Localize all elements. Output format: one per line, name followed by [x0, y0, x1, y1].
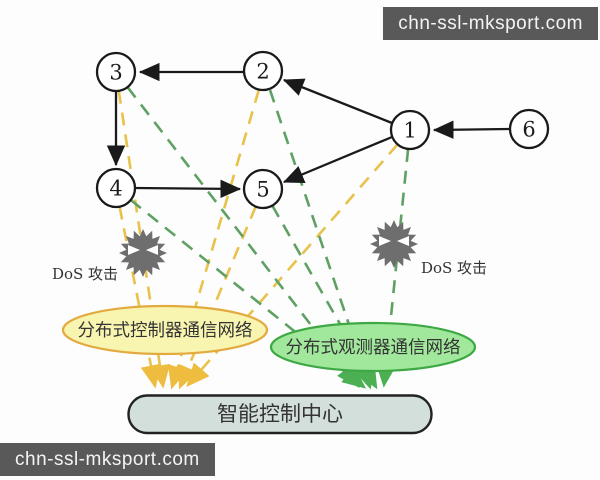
edge-1-to-5 [282, 135, 393, 184]
virus-right-eye [146, 245, 158, 255]
observer-link-node1 [375, 148, 410, 388]
control-center: 智能控制中心 [127, 394, 433, 435]
node-6-circle [508, 108, 550, 150]
node-1-label: 1 [403, 119, 416, 143]
edge-4-to-5 [134, 179, 242, 199]
observer-link-node5 [271, 204, 378, 390]
control-center-label: 智能控制中心 [217, 402, 343, 426]
edge-6-to-1 [432, 120, 511, 139]
observer-network-ellipse [269, 321, 477, 373]
graph-edges [106, 62, 511, 199]
controller-network-ellipse [61, 304, 269, 356]
node-5: 5 [242, 168, 284, 210]
dos-attack-right: DoS 攻击 [370, 220, 487, 277]
watermark-bottom-left: chn-ssl-mksport.com [0, 443, 215, 476]
controller-link-node5 [178, 206, 257, 390]
node-4-label: 4 [109, 177, 122, 201]
node-6-label: 6 [522, 118, 535, 142]
node-2: 2 [242, 50, 284, 92]
observer-link-node2 [268, 89, 374, 390]
node-4: 4 [95, 167, 137, 209]
node-5-circle [242, 168, 284, 210]
virus-left-eye [128, 245, 140, 255]
node-6: 6 [508, 108, 550, 150]
node-1: 1 [389, 109, 431, 151]
node-2-circle [242, 50, 284, 92]
virus-icon [370, 220, 418, 268]
controller-link-node4 [118, 206, 162, 389]
node-2-label: 2 [256, 60, 269, 84]
watermark-top-right: chn-ssl-mksport.com [383, 7, 598, 40]
dos-attack-left: DoS 攻击 [52, 229, 167, 283]
node-4-circle [95, 167, 137, 209]
controller-network: 分布式控制器通信网络 [61, 304, 269, 356]
virus-icon [119, 229, 167, 277]
dos-label-left: DoS 攻击 [52, 265, 118, 283]
node-5-label: 5 [256, 178, 269, 202]
virus-right-eye [397, 236, 409, 246]
controller-network-label: 分布式控制器通信网络 [78, 321, 253, 341]
control-center-box [127, 394, 433, 435]
node-1-circle [389, 109, 431, 151]
observer-network-label: 分布式观测器通信网络 [286, 338, 461, 358]
virus-left-eye [379, 236, 391, 246]
node-3-label: 3 [109, 61, 122, 85]
edge-1-to-2 [282, 78, 393, 125]
dos-label-right: DoS 攻击 [421, 259, 487, 277]
controller-link-node2 [167, 89, 260, 390]
node-3-circle [95, 51, 137, 93]
graph-nodes: 1 2 3 4 5 6 [95, 50, 550, 210]
node-3: 3 [95, 51, 137, 93]
observer-network: 分布式观测器通信网络 [269, 321, 477, 373]
